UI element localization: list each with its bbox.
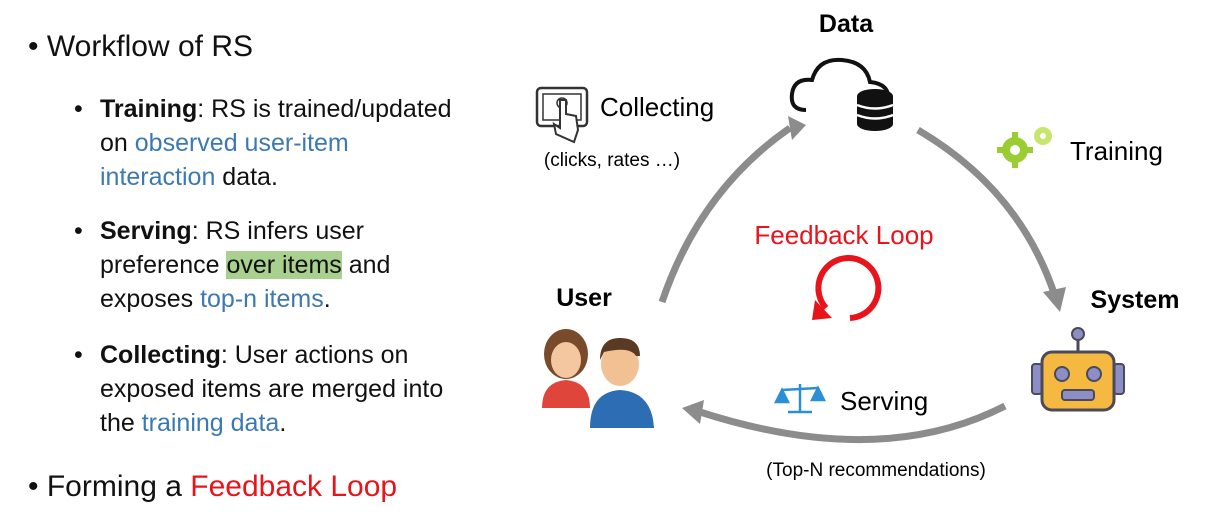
- training-line1: RS is trained/updated: [211, 95, 452, 123]
- collecting-line3b: training data: [141, 409, 280, 437]
- bullet-dot: •: [74, 217, 83, 245]
- collecting-line3c: .: [279, 409, 287, 437]
- bullet-dot: •: [74, 95, 83, 123]
- arrow-system-to-user: [698, 402, 1007, 443]
- serving-line3c: .: [323, 285, 331, 313]
- serving-sub-label: (Top-N recommendations): [766, 460, 986, 481]
- bullet-dot: •: [28, 30, 39, 63]
- robot-icon: [1031, 327, 1125, 412]
- collecting-line3a: the: [100, 409, 142, 437]
- collecting-sub-label: (clicks, rates …): [544, 150, 680, 171]
- arrow-head-data: [788, 116, 806, 140]
- collecting-line2: exposed items are merged into: [100, 375, 444, 403]
- training-label: Training: [1070, 136, 1163, 166]
- scale-icon: [773, 384, 827, 414]
- arrow-user-to-data: [658, 125, 792, 304]
- serving-line3b: top-n items: [200, 285, 324, 313]
- heading-text: Workflow of RS: [46, 30, 254, 63]
- heading-workflow: • Workflow of RS: [28, 30, 253, 64]
- bullet-dot: •: [74, 341, 83, 369]
- gears-icon: [997, 127, 1052, 168]
- arrow-data-to-system: [916, 126, 1059, 298]
- bullet-dot: •: [28, 470, 39, 503]
- collecting-line1: User actions on: [234, 341, 409, 369]
- bullet-collecting: • Collecting: User actions on exposed it…: [74, 338, 443, 440]
- users-avatar-icon: [542, 329, 654, 428]
- bullet-serving: • Serving: RS infers user preference ove…: [74, 214, 390, 316]
- arrow-head-user: [682, 400, 704, 424]
- cloud-database-icon: [789, 57, 894, 131]
- training-line3a: interaction: [100, 163, 216, 191]
- training-line3b: data.: [215, 163, 278, 191]
- system-label: System: [1091, 286, 1180, 314]
- touch-screen-icon: [535, 86, 589, 144]
- footer-text-a: Forming a: [46, 470, 191, 503]
- collecting-term: Collecting: [100, 341, 221, 369]
- serving-line2a: preference: [100, 251, 227, 279]
- serving-term: Serving: [100, 217, 192, 245]
- training-line2a: on: [100, 129, 135, 157]
- feedback-loop-label: Feedback Loop: [754, 220, 933, 250]
- arrow-head-system: [1043, 287, 1066, 312]
- serving-line1: RS infers user: [205, 217, 364, 245]
- training-line2b: observed user-item: [134, 129, 349, 157]
- serving-line3a: exposes: [100, 285, 201, 313]
- serving-line2c: and: [341, 251, 391, 279]
- serving-label: Serving: [840, 386, 928, 416]
- collecting-label: Collecting: [600, 92, 714, 122]
- footer-text-b: Feedback Loop: [190, 470, 398, 503]
- footer-feedback: • Forming a Feedback Loop: [28, 470, 397, 504]
- serving-line2b-highlight: over items: [226, 251, 342, 279]
- training-term: Training: [100, 95, 198, 123]
- data-label: Data: [819, 10, 874, 38]
- user-label: User: [556, 284, 612, 312]
- bullet-training: • Training: RS is trained/updated on obs…: [74, 92, 452, 194]
- refresh-loop-icon: [812, 255, 882, 321]
